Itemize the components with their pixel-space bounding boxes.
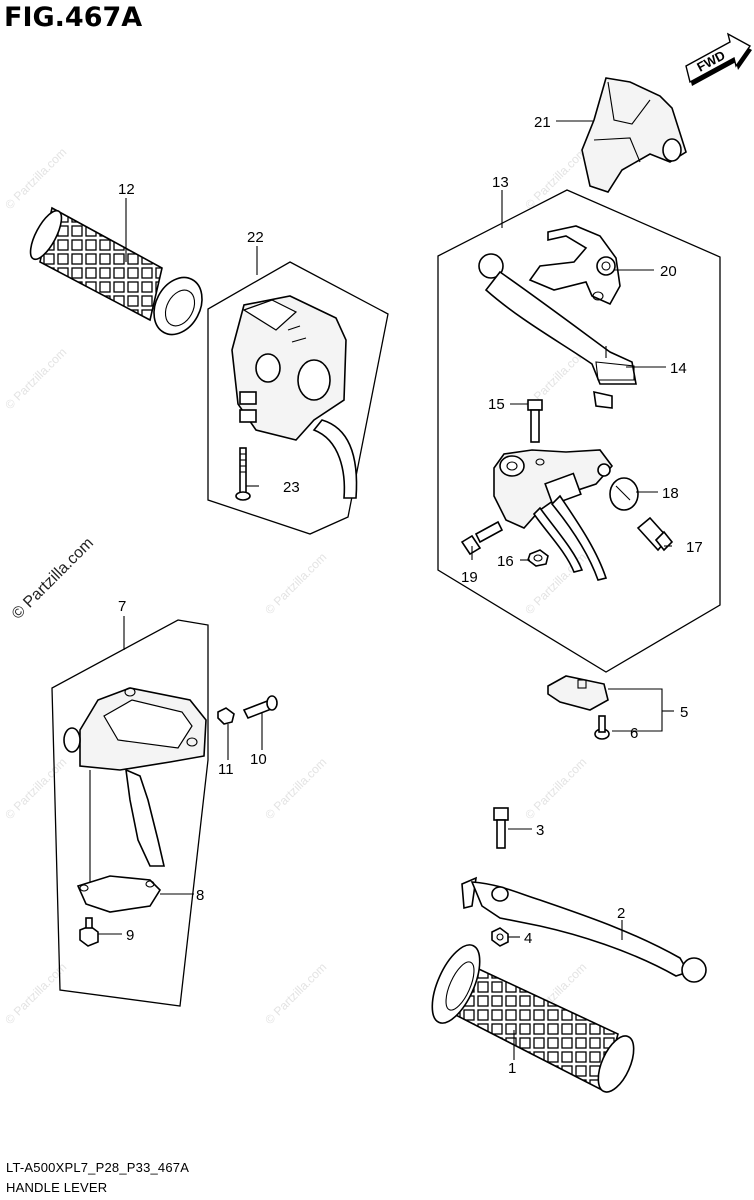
callout-13: 13 — [492, 174, 509, 191]
callout-8: 8 — [196, 887, 204, 904]
callout-20: 20 — [660, 263, 677, 280]
figure-title: FIG.467A — [4, 2, 143, 33]
watermark: © Partzilla.com — [262, 550, 329, 617]
callout-16: 16 — [497, 553, 514, 570]
watermark: © Partzilla.com — [2, 345, 69, 412]
leader-lines — [98, 120, 674, 1060]
part-23-switch-screw — [235, 447, 251, 501]
watermark: © Partzilla.com — [262, 755, 329, 822]
part-19-bolt — [460, 520, 504, 556]
callout-1: 1 — [508, 1060, 516, 1077]
part-14-master-cylinder — [493, 449, 614, 581]
part-21-lever-cover — [581, 77, 687, 193]
part-22-handlebar-switch — [231, 295, 358, 499]
part-12-left-grip — [29, 206, 203, 336]
callout-17: 17 — [686, 539, 703, 556]
callout-23: 23 — [283, 479, 300, 496]
watermark: © Partzilla.com — [522, 755, 589, 822]
part-17-adjuster — [636, 516, 674, 552]
part-15-pivot-pin — [527, 399, 543, 443]
part-10-screw — [242, 695, 278, 720]
part-5-brake-switch — [547, 675, 609, 711]
part-8-cover — [76, 875, 162, 913]
watermark: © Partzilla.com — [522, 145, 589, 212]
part-4-nut — [491, 927, 509, 947]
watermark: © Partzilla.com — [2, 145, 69, 212]
callout-4: 4 — [524, 930, 532, 947]
part-7-throttle-case — [63, 687, 207, 900]
callout-18: 18 — [662, 485, 679, 502]
watermark-large: © Partzilla.com — [9, 535, 97, 623]
part-6-screw — [594, 715, 610, 740]
callout-19: 19 — [461, 569, 478, 586]
callout-7: 7 — [118, 598, 126, 615]
callout-10: 10 — [250, 751, 267, 768]
part-1-right-grip — [431, 944, 635, 1093]
callout-6: 6 — [630, 725, 638, 742]
callout-22: 22 — [247, 229, 264, 246]
watermark: © Partzilla.com — [262, 960, 329, 1027]
callout-15: 15 — [488, 396, 505, 413]
part-13-brake-lever — [478, 253, 637, 409]
footer-diagram-name: HANDLE LEVER — [6, 1180, 108, 1195]
part-3-pivot-bolt — [493, 807, 509, 849]
callout-5: 5 — [680, 704, 688, 721]
fwd-direction-arrow: FWD — [685, 32, 752, 86]
part-18-dust-cap — [609, 477, 639, 511]
callout-9: 9 — [126, 927, 134, 944]
part-20-parking-bracket — [528, 225, 621, 306]
callout-11: 11 — [218, 761, 234, 778]
footer-diagram-code: LT-A500XPL7_P28_P33_467A — [6, 1160, 190, 1175]
watermark: © Partzilla.com — [2, 755, 69, 822]
callout-numbers: 12 22 23 21 13 20 14 15 18 17 16 19 5 6 … — [118, 114, 703, 1077]
callout-21: 21 — [534, 114, 551, 131]
part-9-nut — [79, 917, 99, 947]
part-16-nut — [527, 549, 549, 567]
callout-3: 3 — [536, 822, 544, 839]
callout-14: 14 — [670, 360, 687, 377]
throttle-case-box — [51, 619, 209, 1007]
brake-lever-assembly-box — [437, 189, 721, 673]
switch-assembly-box — [207, 261, 389, 535]
callout-2: 2 — [617, 905, 625, 922]
callout-12: 12 — [118, 181, 135, 198]
part-2-lever — [461, 876, 707, 983]
part-11-nut — [217, 707, 235, 725]
